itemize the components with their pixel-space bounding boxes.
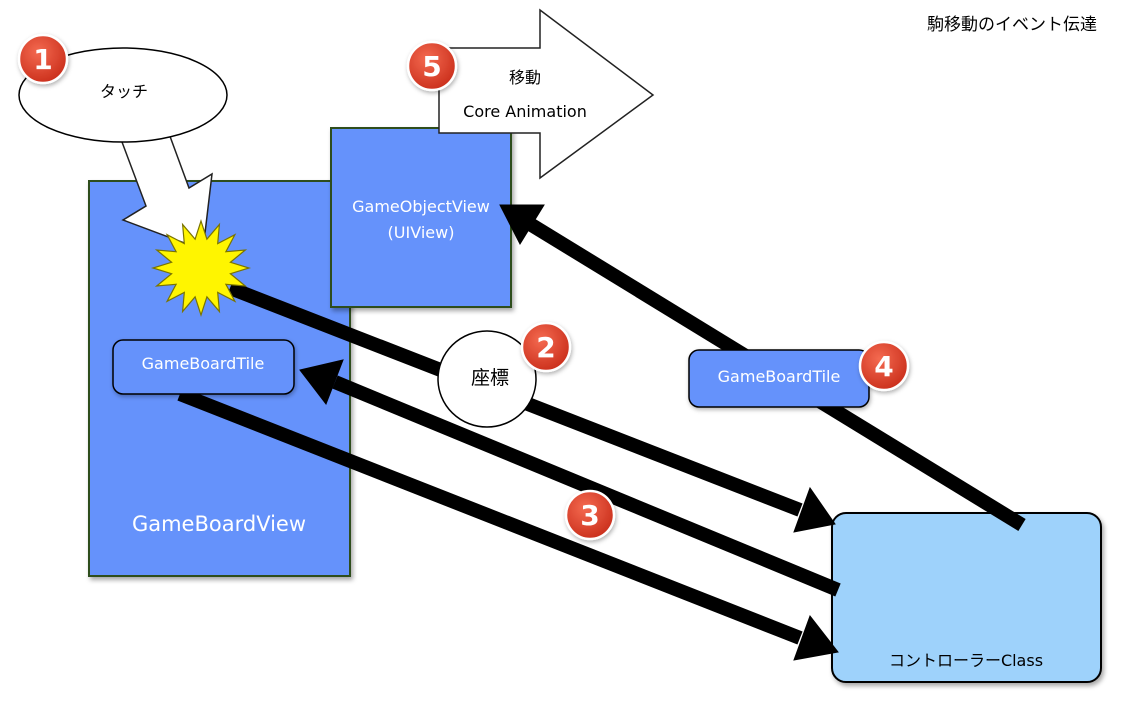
core-animation-label: Core Animation <box>463 102 587 121</box>
arrow-head-to-object-view <box>499 204 545 246</box>
game-object-view-label: GameObjectView <box>352 197 490 216</box>
move-label: 移動 <box>509 68 541 87</box>
move-arrow: 移動 Core Animation <box>438 8 655 180</box>
diagram-title: 駒移動のイベント伝達 <box>927 15 1097 35</box>
controller-class-label: コントローラーClass <box>889 651 1043 670</box>
game-board-tile-right-label: GameBoardTile <box>718 367 841 386</box>
step-badge-1: 1 <box>17 33 69 85</box>
game-board-tile-right-node: GameBoardTile <box>688 349 870 408</box>
game-board-tile-left-label: GameBoardTile <box>142 354 265 373</box>
game-board-tile-left-node: GameBoardTile <box>112 339 295 395</box>
step-badge-2: 2 <box>520 321 572 373</box>
arrow-head-to-controller-top <box>793 486 836 533</box>
touch-label: タッチ <box>100 82 148 101</box>
arrow-head-to-left-tile <box>299 359 344 406</box>
controller-class-node: コントローラーClass <box>831 512 1102 683</box>
step-badge-1-number: 1 <box>33 43 52 76</box>
step-badge-5-number: 5 <box>422 50 441 83</box>
coords-label: 座標 <box>471 367 509 389</box>
step-badge-3-number: 3 <box>580 499 599 532</box>
step-badge-4: 4 <box>858 340 910 392</box>
coords-bubble: 座標 <box>437 330 537 428</box>
game-board-view-label: GameBoardView <box>132 512 306 536</box>
touch-burst-icon <box>150 219 252 317</box>
touch-bubble: タッチ <box>18 47 228 143</box>
arrow-head-to-controller-bottom <box>793 614 839 661</box>
step-badge-3: 3 <box>564 489 616 541</box>
game-object-view-node: GameObjectView (UIView) <box>330 127 512 308</box>
step-badge-2-number: 2 <box>536 331 555 364</box>
game-object-view-sublabel: (UIView) <box>388 223 455 242</box>
step-badge-5: 5 <box>406 40 458 92</box>
step-badge-4-number: 4 <box>874 350 893 383</box>
